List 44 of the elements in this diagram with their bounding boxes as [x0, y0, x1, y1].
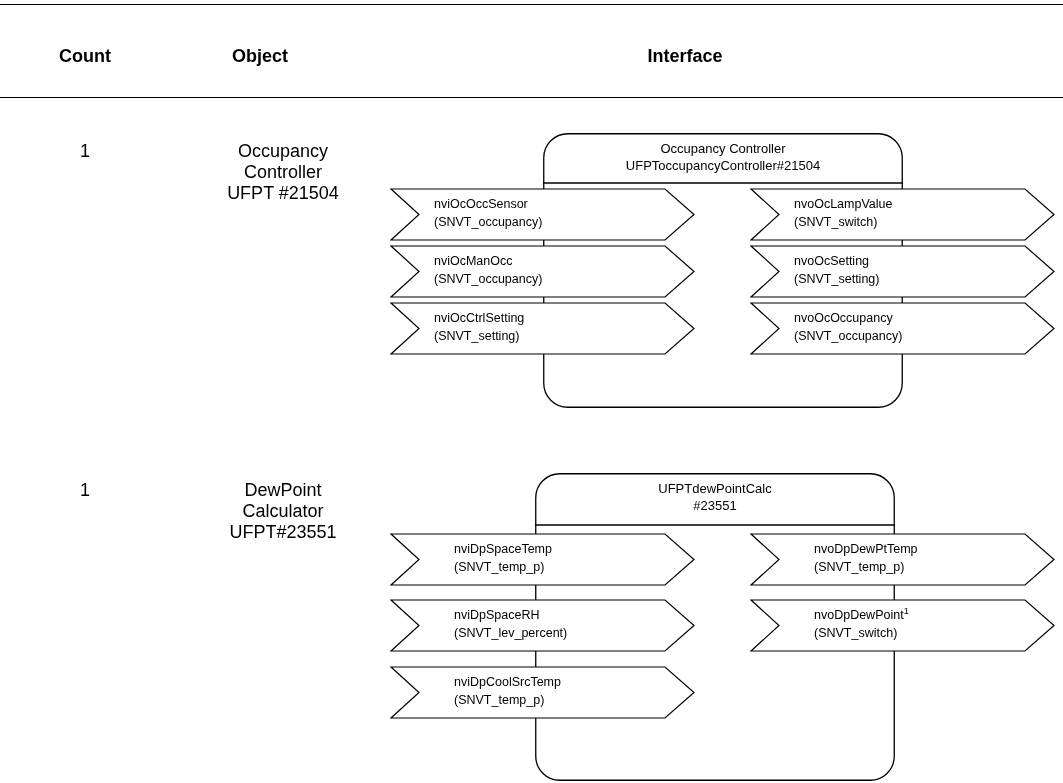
variable-name: nvoDpDewPoint$^{1}$ — [814, 607, 909, 623]
variable-name: nviOcManOcc — [434, 253, 513, 269]
variable-name: nvoOcSetting — [794, 253, 870, 269]
variable-type: (SNVT_occupancy) — [794, 328, 903, 344]
variable-type: (SNVT_occupancy) — [434, 271, 543, 287]
output-network-variable — [750, 302, 1055, 355]
column-header: Interface — [646, 46, 724, 67]
column-header: Count — [58, 46, 112, 67]
variable-type: (SNVT_occupancy) — [434, 214, 543, 230]
variable-type: (SNVT_temp_p) — [454, 692, 545, 708]
block-title: #23551 — [692, 498, 738, 514]
input-network-variable — [390, 533, 695, 586]
variable-type: (SNVT_setting) — [794, 271, 880, 287]
table-cell-text: DewPoint Calculator UFPT#23551 — [228, 480, 338, 543]
column-header: Object — [231, 46, 289, 67]
variable-name: nviDpSpaceTemp — [454, 541, 552, 557]
block-title: Occupancy Controller — [659, 141, 787, 157]
variable-type: (SNVT_setting) — [434, 328, 520, 344]
input-network-variable — [390, 666, 695, 719]
input-network-variable — [390, 188, 695, 241]
variable-type: (SNVT_temp_p) — [454, 559, 545, 575]
variable-name: nviDpCoolSrcTemp — [454, 674, 561, 690]
variable-name: nvoOcOccupancy — [794, 310, 893, 326]
variable-type: (SNVT_switch) — [794, 214, 878, 230]
variable-type: (SNVT_switch) — [814, 625, 898, 641]
input-network-variable — [390, 245, 695, 298]
input-network-variable — [390, 599, 695, 652]
variable-name: nvoOcLampValue — [794, 196, 893, 212]
output-network-variable — [750, 245, 1055, 298]
output-network-variable — [750, 599, 1055, 652]
table-cell-text: Occupancy Controller UFPT #21504 — [226, 141, 340, 204]
block-title: UFPToccupancyController#21504 — [624, 158, 822, 174]
variable-type: (SNVT_temp_p) — [814, 559, 905, 575]
input-network-variable — [390, 302, 695, 355]
output-network-variable — [750, 533, 1055, 586]
variable-name: nviOcOccSensor — [434, 196, 528, 212]
table-cell-text: 1 — [79, 141, 91, 162]
variable-type: (SNVT_lev_percent) — [454, 625, 568, 641]
variable-name: nvoDpDewPtTemp — [814, 541, 918, 557]
table-cell-text: 1 — [79, 480, 91, 501]
output-network-variable — [750, 188, 1055, 241]
variable-name: nviOcCtrlSetting — [434, 310, 525, 326]
variable-name: nviDpSpaceRH — [454, 607, 540, 623]
block-title: UFPTdewPointCalc — [657, 481, 773, 497]
